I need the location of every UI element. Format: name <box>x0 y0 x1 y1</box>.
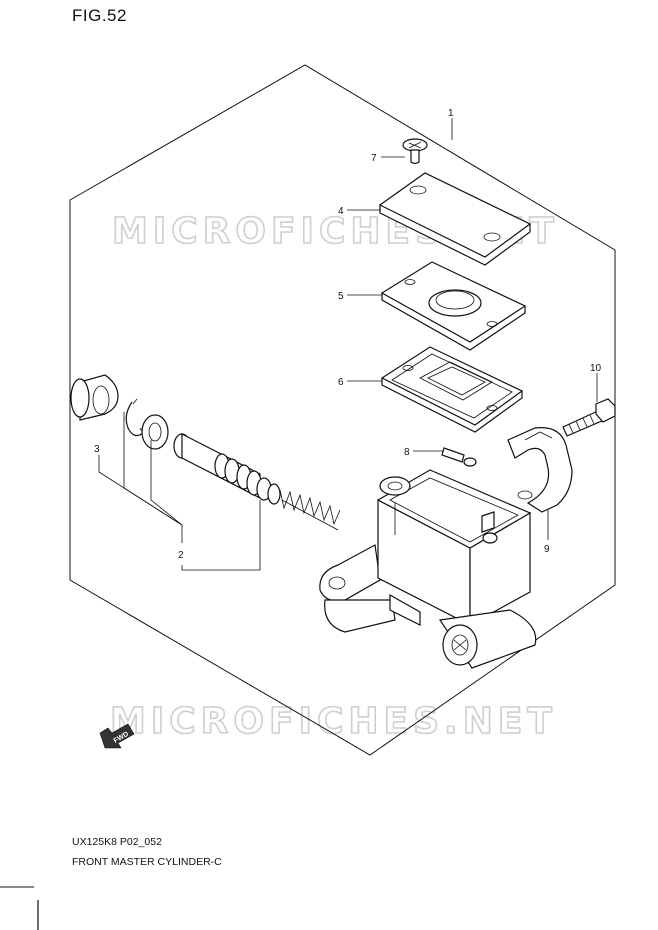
master-cylinder-body <box>319 469 537 669</box>
part-4-reservoir-cap <box>378 172 532 266</box>
callout-3: 3 <box>94 444 100 455</box>
callout-6: 6 <box>338 377 344 388</box>
drawing-code: UX125K8 P02_052 <box>72 836 162 848</box>
assembly-boundary <box>69 64 616 756</box>
part-5-diaphragm-plate <box>380 261 527 351</box>
callout-4: 4 <box>338 206 344 217</box>
part-9-clamp <box>507 427 573 513</box>
callout-8: 8 <box>404 447 410 458</box>
watermark-bottom: MICROFICHES.NET <box>110 701 557 742</box>
part-2-piston-spring <box>173 433 341 531</box>
part-7-screw <box>402 138 428 165</box>
callout-10: 10 <box>590 363 602 374</box>
leader-lines <box>98 118 598 571</box>
callout-7: 7 <box>371 153 377 164</box>
callout-9: 9 <box>544 544 550 555</box>
callout-5: 5 <box>338 291 344 302</box>
part-8-clip <box>441 447 477 467</box>
figure-title: FIG.52 <box>72 6 127 25</box>
callout-1: 1 <box>448 108 454 119</box>
forward-arrow-icon: FWD <box>99 723 135 749</box>
part-6-diaphragm <box>380 346 524 433</box>
part-3-boot-and-circlip <box>70 374 169 450</box>
assembly-name: FRONT MASTER CYLINDER-C <box>72 856 222 868</box>
callout-2: 2 <box>178 550 184 561</box>
part-10-bolt <box>562 398 616 437</box>
